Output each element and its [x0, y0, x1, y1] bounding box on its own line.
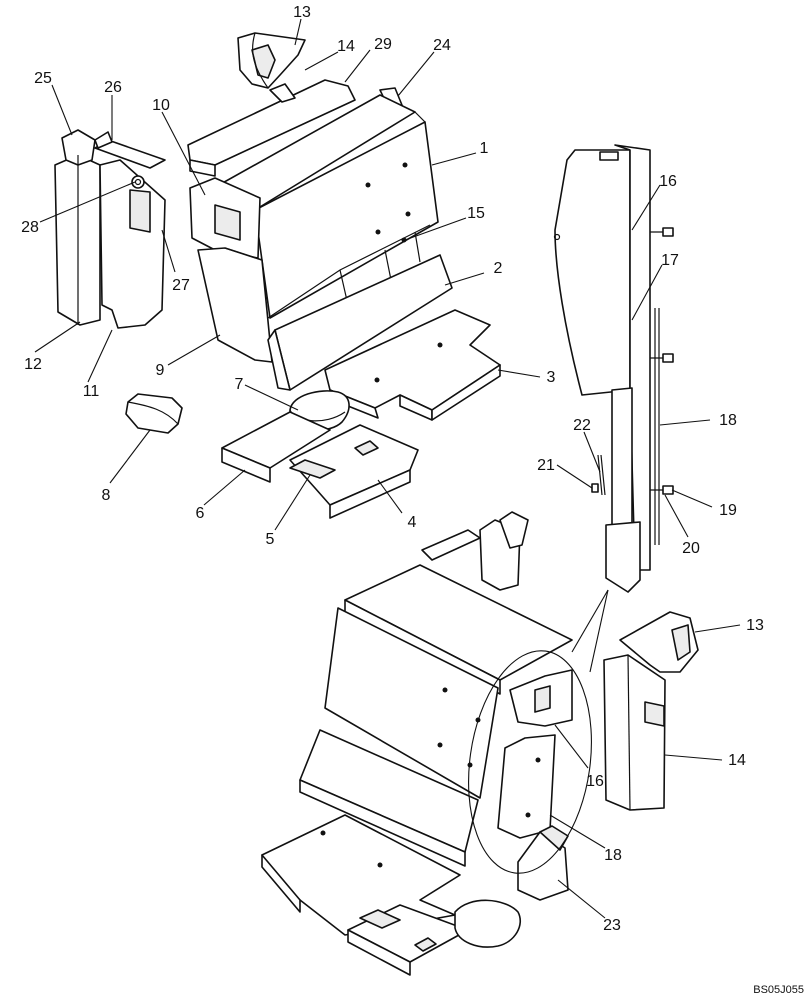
label-7: 7 — [235, 376, 244, 393]
label-4: 4 — [408, 514, 417, 531]
label-18-side: 18 — [719, 412, 737, 429]
part-labels: 13 14 29 24 25 26 10 1 15 16 17 28 27 2 … — [21, 4, 764, 934]
label-1: 1 — [480, 140, 489, 157]
label-15: 15 — [467, 205, 485, 222]
label-14-top: 14 — [337, 38, 355, 55]
part-5-bracket — [289, 459, 336, 479]
drawing-reference-code: BS05J055 — [753, 984, 804, 996]
side-view-assembly — [553, 144, 651, 593]
label-6: 6 — [196, 505, 205, 522]
part-28-fastener — [131, 175, 145, 189]
label-17: 17 — [661, 252, 679, 269]
label-2: 2 — [494, 260, 503, 277]
label-14-lower: 14 — [728, 752, 746, 769]
part-26-crossbar — [94, 131, 166, 169]
part-12-upright — [54, 129, 101, 326]
part-13-wedge-top — [237, 32, 306, 89]
label-27: 27 — [172, 277, 190, 294]
label-16-lower: 16 — [586, 773, 604, 790]
part-13-wedge-lower — [619, 611, 699, 673]
label-11: 11 — [83, 383, 100, 400]
part-16-bolt-top — [650, 227, 674, 237]
label-13-lower: 13 — [746, 617, 764, 634]
part-4-plate — [289, 424, 419, 519]
part-9-side-pad — [197, 247, 273, 363]
label-26: 26 — [104, 79, 122, 96]
part-14-block-lower — [603, 654, 666, 811]
label-24: 24 — [433, 37, 451, 54]
label-20: 20 — [682, 540, 700, 557]
lower-assembly — [261, 511, 573, 976]
label-18-lower: 18 — [604, 847, 622, 864]
label-9: 9 — [156, 362, 165, 379]
part-21-nut — [591, 483, 599, 493]
label-28: 28 — [21, 219, 39, 236]
label-23: 23 — [603, 917, 621, 934]
label-10: 10 — [152, 97, 170, 114]
part-11-upright — [99, 159, 166, 329]
label-22: 22 — [573, 417, 591, 434]
part-8-block — [125, 393, 183, 434]
label-8: 8 — [102, 487, 111, 504]
part-22-clip — [597, 454, 606, 496]
label-16-side: 16 — [659, 173, 677, 190]
detail-callout-ellipse — [468, 650, 592, 874]
part-6-plate — [221, 411, 331, 483]
part-bolt-mid — [650, 353, 674, 363]
label-12: 12 — [24, 356, 42, 373]
label-5: 5 — [266, 531, 275, 548]
label-13-top: 13 — [293, 4, 311, 21]
part-19-bolt-low — [650, 485, 674, 495]
label-3: 3 — [547, 369, 556, 386]
detail-callout-lines — [571, 589, 609, 673]
part-2-seat-cushion — [267, 254, 453, 391]
label-29: 29 — [374, 36, 392, 53]
label-25: 25 — [34, 70, 52, 87]
part-18-rod — [654, 308, 660, 545]
leader-lines — [34, 18, 741, 919]
part-29-top-pad — [187, 79, 356, 177]
label-21: 21 — [537, 457, 555, 474]
label-19: 19 — [719, 502, 737, 519]
